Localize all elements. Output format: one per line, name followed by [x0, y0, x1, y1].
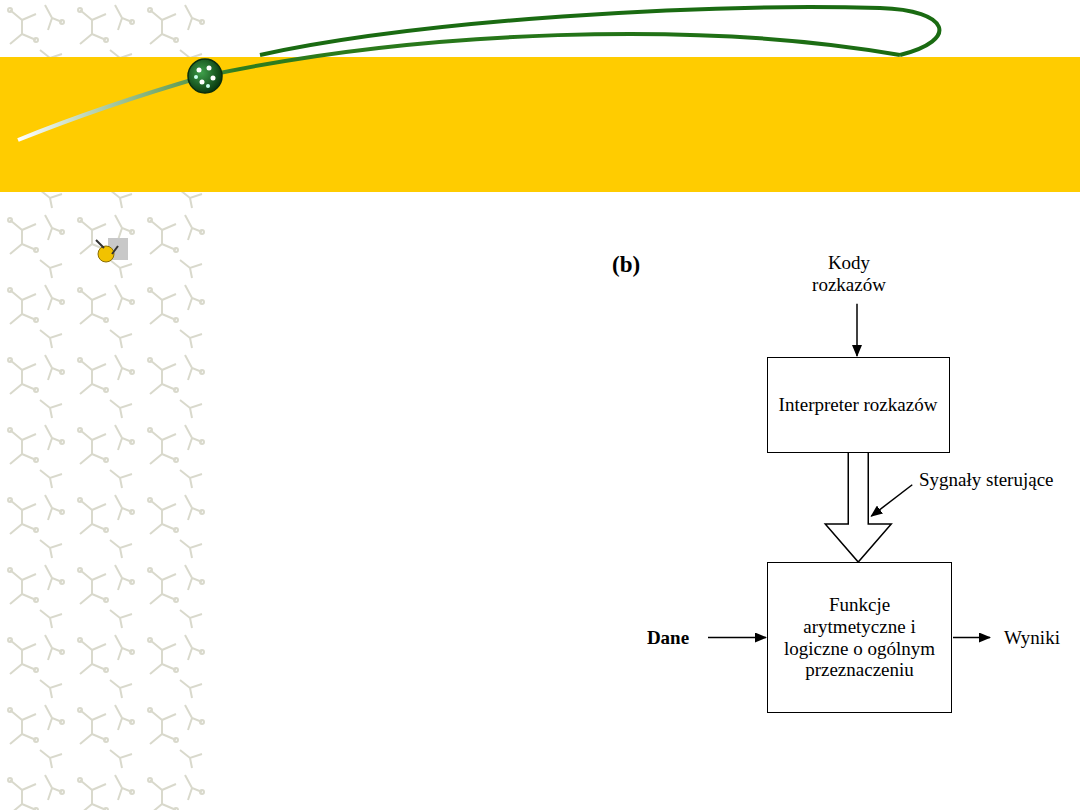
- figure-tag: (b): [612, 252, 672, 278]
- box-text: Funkcje arytmetyczne i logiczne o ogólny…: [778, 594, 941, 681]
- bus-arrow: [825, 453, 891, 562]
- signal-label: Sygnały sterujące: [916, 469, 1056, 491]
- swoosh-loop: [260, 7, 939, 55]
- bullet-icon: [96, 238, 128, 262]
- input-label: Dane: [632, 627, 704, 649]
- swoosh-ball: [188, 59, 222, 93]
- header-band: [0, 57, 1080, 192]
- process-box: Funkcje arytmetyczne i logiczne o ogólny…: [767, 562, 952, 713]
- input-arrow: [856, 304, 858, 356]
- process-box: Interpreter rozkazów: [767, 357, 950, 453]
- output-arrow: [953, 637, 990, 639]
- input-arrow: [708, 637, 766, 639]
- leader-arrow: [871, 485, 912, 516]
- swoosh-line: [18, 34, 900, 140]
- input-label: Kody rozkazów: [789, 252, 909, 296]
- box-text: Interpreter rozkazów: [779, 394, 938, 416]
- output-label: Wyniki: [994, 627, 1070, 649]
